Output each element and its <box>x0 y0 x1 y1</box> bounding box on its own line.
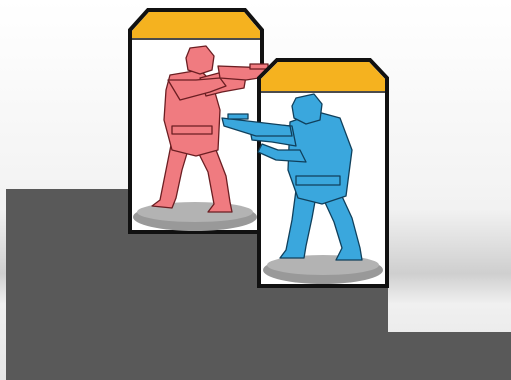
blue-card-header <box>261 62 385 91</box>
red-card-header <box>132 12 260 38</box>
